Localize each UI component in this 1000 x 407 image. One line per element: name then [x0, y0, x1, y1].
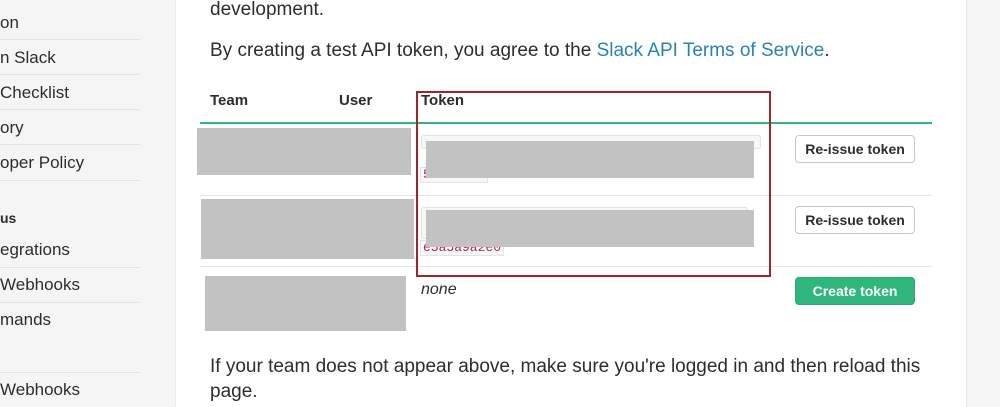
sidebar-divider	[0, 109, 140, 110]
terms-of-service-link[interactable]: Slack API Terms of Service	[596, 40, 825, 61]
intro-text: development.	[210, 0, 325, 20]
sidebar: on n Slack Checklist ory oper Policy us …	[0, 0, 140, 407]
terms-suffix: .	[824, 40, 830, 61]
sidebar-item-8[interactable]: mands	[0, 310, 52, 329]
column-header-team: Team	[210, 92, 249, 109]
sidebar-divider	[0, 302, 140, 303]
sidebar-divider	[0, 144, 140, 145]
sidebar-item-6[interactable]: egrations	[0, 240, 70, 259]
redacted-team-user	[205, 276, 406, 331]
sidebar-item-1[interactable]: n Slack	[0, 48, 56, 67]
footer-text: If your team does not appear above, make…	[210, 356, 921, 402]
sidebar-divider	[0, 267, 140, 268]
column-header-user: User	[339, 92, 373, 109]
sidebar-divider	[0, 180, 140, 181]
sidebar-item-4[interactable]: oper Policy	[0, 153, 85, 172]
column-header-token: Token	[421, 92, 465, 109]
sidebar-item-2[interactable]: Checklist	[0, 83, 69, 102]
sidebar-item-7[interactable]: Webhooks	[0, 275, 81, 294]
table-header-rule	[200, 122, 932, 124]
sidebar-item-3[interactable]: ory	[0, 118, 24, 137]
redacted-token	[426, 210, 754, 247]
redacted-token	[426, 141, 754, 178]
sidebar-divider	[0, 372, 140, 373]
sidebar-item-0[interactable]: on	[0, 13, 19, 32]
redacted-team-user	[197, 128, 411, 175]
row-divider	[200, 195, 932, 196]
row-divider	[200, 266, 932, 267]
sidebar-section-heading: us	[0, 210, 17, 226]
reissue-token-button[interactable]: Re-issue token	[795, 135, 915, 163]
create-token-button[interactable]: Create token	[795, 277, 915, 305]
redacted-team-user	[201, 199, 414, 259]
terms-text: By creating a test API token, you agree …	[210, 38, 830, 63]
sidebar-divider	[0, 39, 140, 40]
token-none-text: none	[421, 281, 457, 298]
main-content: development. By creating a test API toke…	[175, 0, 967, 407]
reissue-token-button[interactable]: Re-issue token	[795, 206, 915, 234]
sidebar-item-9[interactable]: Webhooks	[0, 380, 81, 399]
terms-prefix: By creating a test API token, you agree …	[210, 40, 597, 61]
sidebar-divider	[0, 74, 140, 75]
